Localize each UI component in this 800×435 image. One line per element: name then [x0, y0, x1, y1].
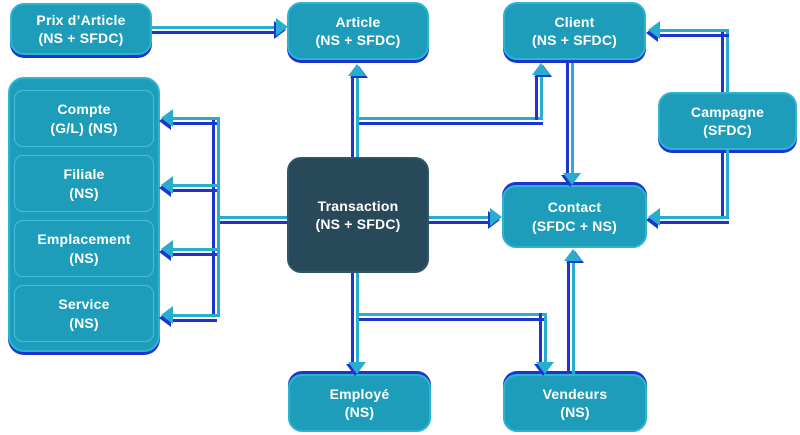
- node-label: Filiale: [63, 166, 105, 183]
- arrow-left-icon: [648, 21, 660, 39]
- connector-client-to-contact: [571, 63, 574, 173]
- connector-vendeurs-to-contact: [572, 261, 575, 374]
- node-label: Emplacement: [37, 231, 131, 248]
- node-label: Article: [335, 13, 381, 30]
- node-prix-article: Prix d’Article (NS + SFDC): [10, 3, 152, 55]
- arrow-down-icon: [563, 173, 581, 185]
- node-contact: Contact (SFDC + NS): [502, 185, 647, 248]
- connector-transaction-to-group: [217, 117, 220, 317]
- arrow-up-icon: [348, 64, 366, 76]
- arrow-left-icon: [161, 240, 173, 258]
- node-campagne: Campagne (SFDC): [658, 92, 797, 150]
- node-label: Service: [58, 296, 110, 313]
- connector-campagne-to-client: [726, 31, 729, 92]
- connector-campagne-to-contact: [660, 216, 729, 219]
- connector-transaction-to-vendeurs: [544, 313, 547, 362]
- connector-transaction-to-service: [173, 314, 217, 317]
- node-transaction: Transaction (NS + SFDC): [287, 157, 429, 273]
- node-label: Campagne: [690, 103, 765, 120]
- node-sublabel: (NS + SFDC): [38, 30, 124, 46]
- node-label: Transaction: [317, 197, 399, 214]
- arrow-up-icon: [564, 249, 582, 261]
- node-sublabel: (SFDC + NS): [531, 217, 618, 234]
- arrow-right-icon: [490, 208, 502, 226]
- connector-transaction-to-article: [356, 76, 359, 157]
- node-client: Client (NS + SFDC): [503, 2, 646, 60]
- connector-transaction-to-compte: [173, 117, 217, 120]
- node-sublabel: (NS + SFDC): [531, 32, 618, 48]
- connector-prix-article-to-article: [152, 26, 276, 29]
- connector-transaction-to-filiale: [173, 184, 217, 187]
- connector-transaction-to-client: [540, 76, 543, 120]
- arrow-left-icon: [161, 109, 173, 127]
- node-sublabel: (NS): [560, 404, 590, 420]
- connector-transaction-to-vendeurs: [359, 313, 547, 316]
- node-group-ns-dimensions: Compte (G/L) (NS) Filiale (NS) Emplaceme…: [8, 77, 160, 352]
- arrow-left-icon: [648, 208, 660, 226]
- connector-transaction-to-emplacement: [173, 248, 217, 251]
- arrow-down-icon: [348, 362, 366, 374]
- node-sublabel: (NS + SFDC): [315, 216, 401, 232]
- node-sublabel: (G/L) (NS): [50, 119, 118, 136]
- node-sublabel: (NS): [344, 404, 375, 420]
- node-sublabel: (NS): [69, 249, 99, 266]
- node-sublabel: (SFDC): [703, 122, 752, 138]
- arrow-right-icon: [276, 18, 288, 36]
- node-label: Client: [554, 13, 595, 30]
- node-label: Employé: [329, 385, 390, 402]
- node-sublabel: (NS): [69, 184, 99, 201]
- node-label: Vendeurs: [542, 385, 608, 402]
- node-label: Contact: [547, 199, 602, 216]
- connector-transaction-to-group: [220, 216, 287, 219]
- connector-campagne-to-client: [660, 29, 729, 32]
- arrow-down-icon: [536, 362, 554, 374]
- node-article: Article (NS + SFDC): [287, 2, 429, 60]
- node-sublabel: (NS): [69, 314, 99, 331]
- node-sublabel: (NS + SFDC): [315, 32, 401, 48]
- connector-transaction-to-contact: [429, 216, 490, 219]
- node-filiale: Filiale (NS): [14, 155, 154, 212]
- connector-transaction-to-client: [359, 117, 543, 120]
- node-compte: Compte (G/L) (NS): [14, 90, 154, 147]
- connector-campagne-to-contact: [726, 150, 729, 219]
- node-emplacement: Emplacement (NS): [14, 220, 154, 277]
- node-employe: Employé (NS): [288, 374, 431, 432]
- arrow-up-icon: [532, 63, 550, 75]
- node-label: Compte: [57, 101, 111, 118]
- arrow-left-icon: [161, 306, 173, 324]
- node-service: Service (NS): [14, 285, 154, 342]
- node-vendeurs: Vendeurs (NS): [503, 374, 647, 432]
- node-label: Prix d’Article: [36, 11, 126, 28]
- connector-transaction-to-employe: [356, 273, 359, 362]
- arrow-left-icon: [161, 176, 173, 194]
